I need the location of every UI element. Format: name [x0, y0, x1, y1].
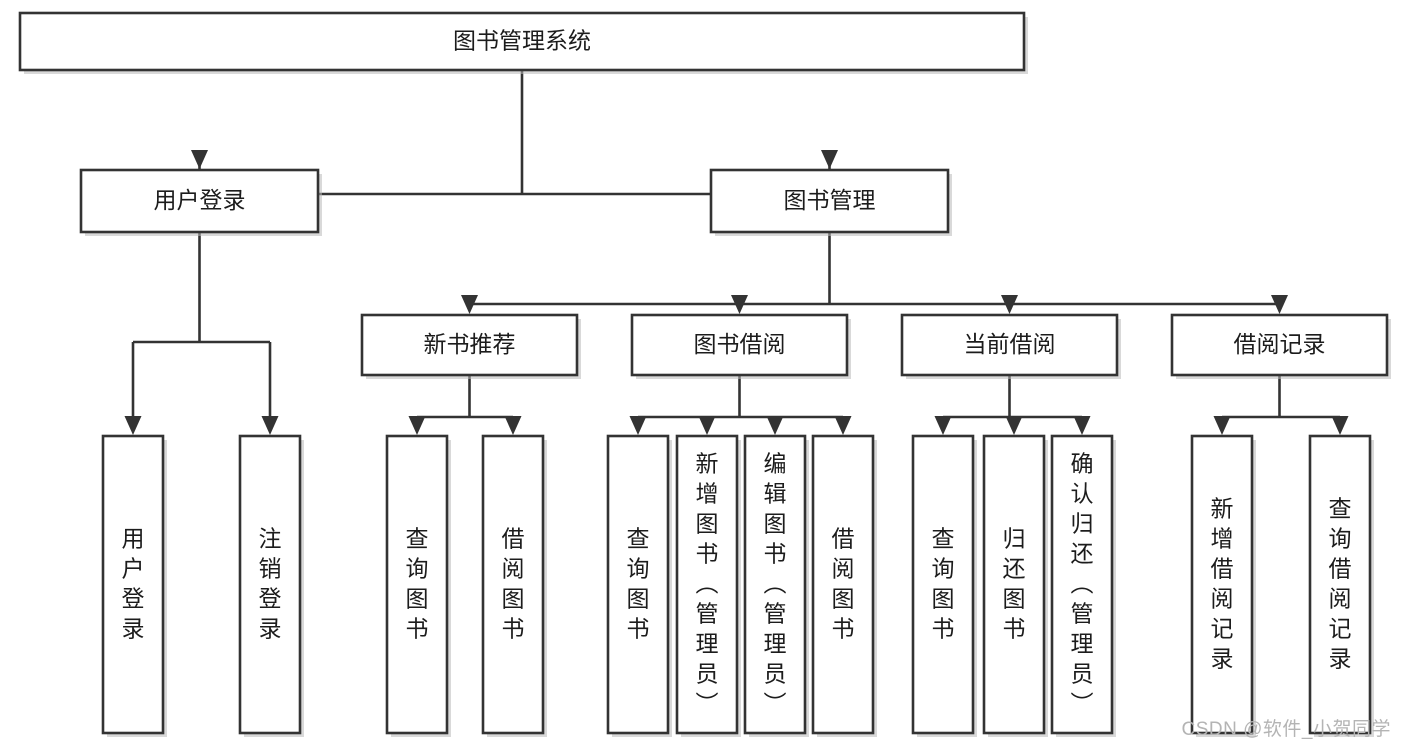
node-label: 用户登录 — [122, 526, 145, 642]
connector-group-book_manage — [461, 232, 1288, 314]
connector-layer — [124, 70, 1349, 435]
node-new-book-rec[interactable]: 新书推荐 — [360, 313, 581, 379]
node-leaf-confirm-return[interactable]: 确认归还︵管理员︶ — [1050, 434, 1116, 737]
node-leaf-query-book-3[interactable]: 查询图书 — [911, 434, 977, 737]
node-label: 图书借阅 — [694, 331, 786, 357]
node-leaf-user-login[interactable]: 用户登录 — [101, 434, 167, 737]
node-leaf-query-record[interactable]: 查询借阅记录 — [1308, 434, 1374, 737]
connector-group-current_borrow — [934, 375, 1091, 435]
node-current-borrow[interactable]: 当前借阅 — [900, 313, 1121, 379]
node-label: 查询图书 — [932, 526, 955, 642]
node-root[interactable]: 图书管理系统 — [18, 11, 1028, 74]
node-label: 新书推荐 — [424, 331, 516, 357]
node-leaf-query-book-1[interactable]: 查询图书 — [385, 434, 451, 737]
node-leaf-query-book-2[interactable]: 查询图书 — [606, 434, 672, 737]
node-label: 图书管理系统 — [453, 28, 591, 54]
node-label: 新增图书︵管理员︶ — [696, 451, 719, 717]
watermark-text: CSDN @软件_小贺同学 — [1181, 719, 1391, 740]
node-label: 借阅图书 — [832, 526, 855, 642]
node-label: 编辑图书︵管理员︶ — [764, 451, 787, 717]
node-label: 确认归还︵管理员︶ — [1071, 451, 1094, 717]
node-label: 当前借阅 — [964, 331, 1056, 357]
node-leaf-edit-book[interactable]: 编辑图书︵管理员︶ — [743, 434, 809, 737]
node-label: 查询图书 — [627, 526, 650, 642]
node-book-manage[interactable]: 图书管理 — [709, 168, 952, 236]
node-label: 注销登录 — [259, 526, 282, 642]
node-label: 查询图书 — [406, 526, 429, 642]
node-label: 查询借阅记录 — [1329, 496, 1352, 672]
node-label: 图书管理 — [784, 187, 876, 213]
node-leaf-borrow-book-2[interactable]: 借阅图书 — [811, 434, 877, 737]
node-leaf-add-book[interactable]: 新增图书︵管理员︶ — [675, 434, 741, 737]
node-leaf-add-record[interactable]: 新增借阅记录 — [1190, 434, 1256, 737]
node-borrow-record[interactable]: 借阅记录 — [1170, 313, 1391, 379]
node-leaf-logout[interactable]: 注销登录 — [238, 434, 304, 737]
connector-group-user_login — [124, 232, 279, 435]
connector-group-book_borrow — [629, 375, 852, 435]
node-layer: 图书管理系统用户登录图书管理新书推荐图书借阅当前借阅借阅记录用户登录注销登录查询… — [18, 11, 1391, 737]
connector-group-new_book_rec — [408, 375, 522, 435]
connector-group-borrow_record — [1213, 375, 1349, 435]
node-label: 归还图书 — [1003, 526, 1026, 642]
node-label: 新增借阅记录 — [1211, 496, 1234, 672]
node-label: 用户登录 — [154, 187, 246, 213]
node-book-borrow[interactable]: 图书借阅 — [630, 313, 851, 379]
node-leaf-borrow-book-1[interactable]: 借阅图书 — [481, 434, 547, 737]
node-leaf-return-book[interactable]: 归还图书 — [982, 434, 1048, 737]
node-user-login[interactable]: 用户登录 — [79, 168, 322, 236]
node-label: 借阅记录 — [1234, 331, 1326, 357]
node-label: 借阅图书 — [502, 526, 525, 642]
